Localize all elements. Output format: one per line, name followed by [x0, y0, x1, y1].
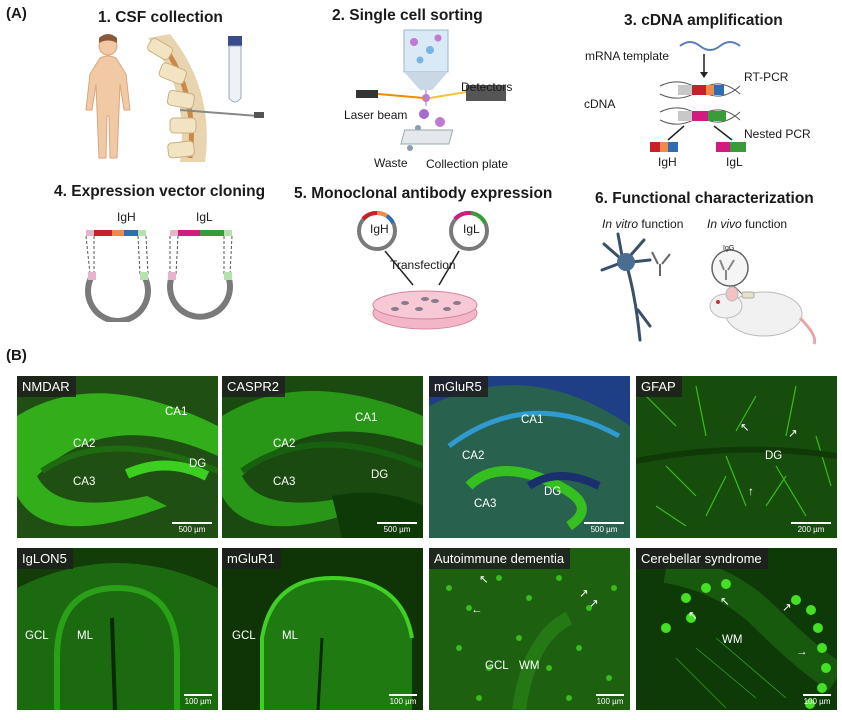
region-label: WM	[519, 660, 540, 672]
laser-beam-label: Laser beam	[344, 108, 408, 122]
csf-collection-illustration	[85, 34, 264, 162]
scale-bar: 500 µm	[584, 522, 624, 534]
collection-plate-label: Collection plate	[426, 157, 509, 171]
arrow-icon: ↖	[479, 574, 489, 586]
arrow-icon: ↗	[589, 598, 599, 610]
region-label: CA1	[165, 406, 188, 418]
region-label: DG	[544, 486, 562, 498]
micro-caspr2-title: CASPR2	[222, 376, 286, 397]
micro-iglon5: IgLON5 GCL ML 100 µm	[17, 548, 218, 710]
arrow-icon: ↑	[748, 486, 754, 498]
arrow-icon: ↗	[579, 588, 589, 600]
region-label: WM	[722, 634, 743, 646]
micro-mglur5: mGluR5 CA1 CA2 CA3 DG 500 µm	[429, 376, 630, 538]
cdna-amplification-illustration	[650, 41, 746, 152]
panel-a-label: (A)	[6, 5, 27, 22]
step5-igl-label: IgL	[463, 222, 480, 236]
arrow-icon: ↗	[788, 428, 798, 440]
arrow-icon: ↖	[720, 596, 730, 608]
cell-sorting-illustration	[356, 29, 506, 151]
micro-gfap-title: GFAP	[636, 376, 682, 397]
scale-bar: 100 µm	[184, 694, 212, 706]
in-vivo-label: In vivo function	[707, 217, 788, 231]
panel-b-label: (B)	[6, 347, 27, 364]
step1-title: 1. CSF collection	[98, 9, 223, 26]
human-figure-icon	[85, 36, 131, 159]
region-label: CA3	[73, 476, 96, 488]
arrow-icon: ←	[471, 604, 483, 616]
waste-label: Waste	[374, 156, 408, 170]
step5-title: 5. Monoclonal antibody expression	[294, 185, 553, 202]
step4-title: 4. Expression vector cloning	[54, 183, 266, 200]
region-label: CA2	[73, 438, 96, 450]
micro-mglur1: mGluR1 GCL ML 100 µm	[222, 548, 423, 710]
step3-igl-label: IgL	[726, 155, 743, 169]
micro-nmdar: NMDAR CA1 CA2 CA3 DG 500 µm	[17, 376, 218, 538]
igg-label: IgG	[723, 245, 735, 252]
step5-igh-label: IgH	[370, 222, 389, 236]
micro-cerebellar-syndrome: Cerebellar syndrome ↖ ↖ ↗ → WM 100 µm	[636, 548, 837, 710]
antibody-expression-illustration	[357, 210, 489, 330]
region-label: GCL	[485, 660, 509, 672]
scale-bar: 200 µm	[791, 522, 831, 534]
region-label: CA3	[273, 476, 296, 488]
step3-igh-label: IgH	[658, 155, 677, 169]
step2-title: 2. Single cell sorting	[332, 7, 483, 24]
micro-mglur5-title: mGluR5	[429, 376, 488, 397]
arrow-icon: →	[796, 646, 808, 658]
mouse-icon	[709, 249, 817, 345]
arrow-icon: ↖	[740, 422, 750, 434]
step3-title: 3. cDNA amplification	[624, 12, 783, 29]
micro-nmdar-title: NMDAR	[17, 376, 76, 397]
region-label: CA1	[521, 414, 544, 426]
micro-iglon5-title: IgLON5	[17, 548, 73, 569]
scale-bar: 500 µm	[377, 522, 417, 534]
region-label: DG	[765, 450, 783, 462]
arrow-icon: ↗	[782, 602, 792, 614]
region-label: DG	[371, 469, 389, 481]
region-label: GCL	[25, 630, 49, 642]
region-label: CA3	[474, 498, 497, 510]
arrow-icon: ↖	[688, 610, 698, 622]
cdna-label: cDNA	[584, 97, 616, 111]
rt-pcr-label: RT-PCR	[744, 70, 789, 84]
region-label: GCL	[232, 630, 256, 642]
expression-vector-illustration	[85, 230, 233, 322]
scale-bar: 100 µm	[803, 694, 831, 706]
region-label: ML	[77, 630, 93, 642]
region-label: DG	[189, 458, 207, 470]
region-label: CA2	[273, 438, 296, 450]
transfection-label: Transfection	[390, 258, 456, 272]
micro-mglur1-title: mGluR1	[222, 548, 281, 569]
csf-tube-icon	[228, 36, 242, 103]
micro-cerebellar-syndrome-title: Cerebellar syndrome	[636, 548, 768, 569]
region-label: CA1	[355, 412, 378, 424]
step4-igl-label: IgL	[196, 210, 213, 224]
step6-title: 6. Functional characterization	[595, 190, 814, 207]
spine-icon	[147, 34, 264, 162]
in-vitro-label: In vitro function	[602, 217, 684, 231]
micro-gfap: GFAP DG ↖ ↗ ↑ 200 µm	[636, 376, 837, 538]
scale-bar: 100 µm	[389, 694, 417, 706]
micro-autoimmune-dementia-title: Autoimmune dementia	[429, 548, 571, 569]
detector-icon	[466, 85, 506, 101]
region-label: CA2	[462, 450, 485, 462]
scale-bar: 500 µm	[172, 522, 212, 534]
micro-autoimmune-dementia: Autoimmune dementia ↖ ← ↗ ↗ GCL WM 100 µ…	[429, 548, 630, 710]
nested-pcr-label: Nested PCR	[744, 127, 811, 141]
detectors-label: Detectors	[461, 80, 513, 94]
region-label: ML	[282, 630, 298, 642]
mrna-template-label: mRNA template	[585, 49, 670, 63]
step4-igh-label: IgH	[117, 210, 136, 224]
neuron-icon	[600, 232, 671, 342]
micro-caspr2: CASPR2 CA1 CA2 CA3 DG 500 µm	[222, 376, 423, 538]
scale-bar: 100 µm	[596, 694, 624, 706]
